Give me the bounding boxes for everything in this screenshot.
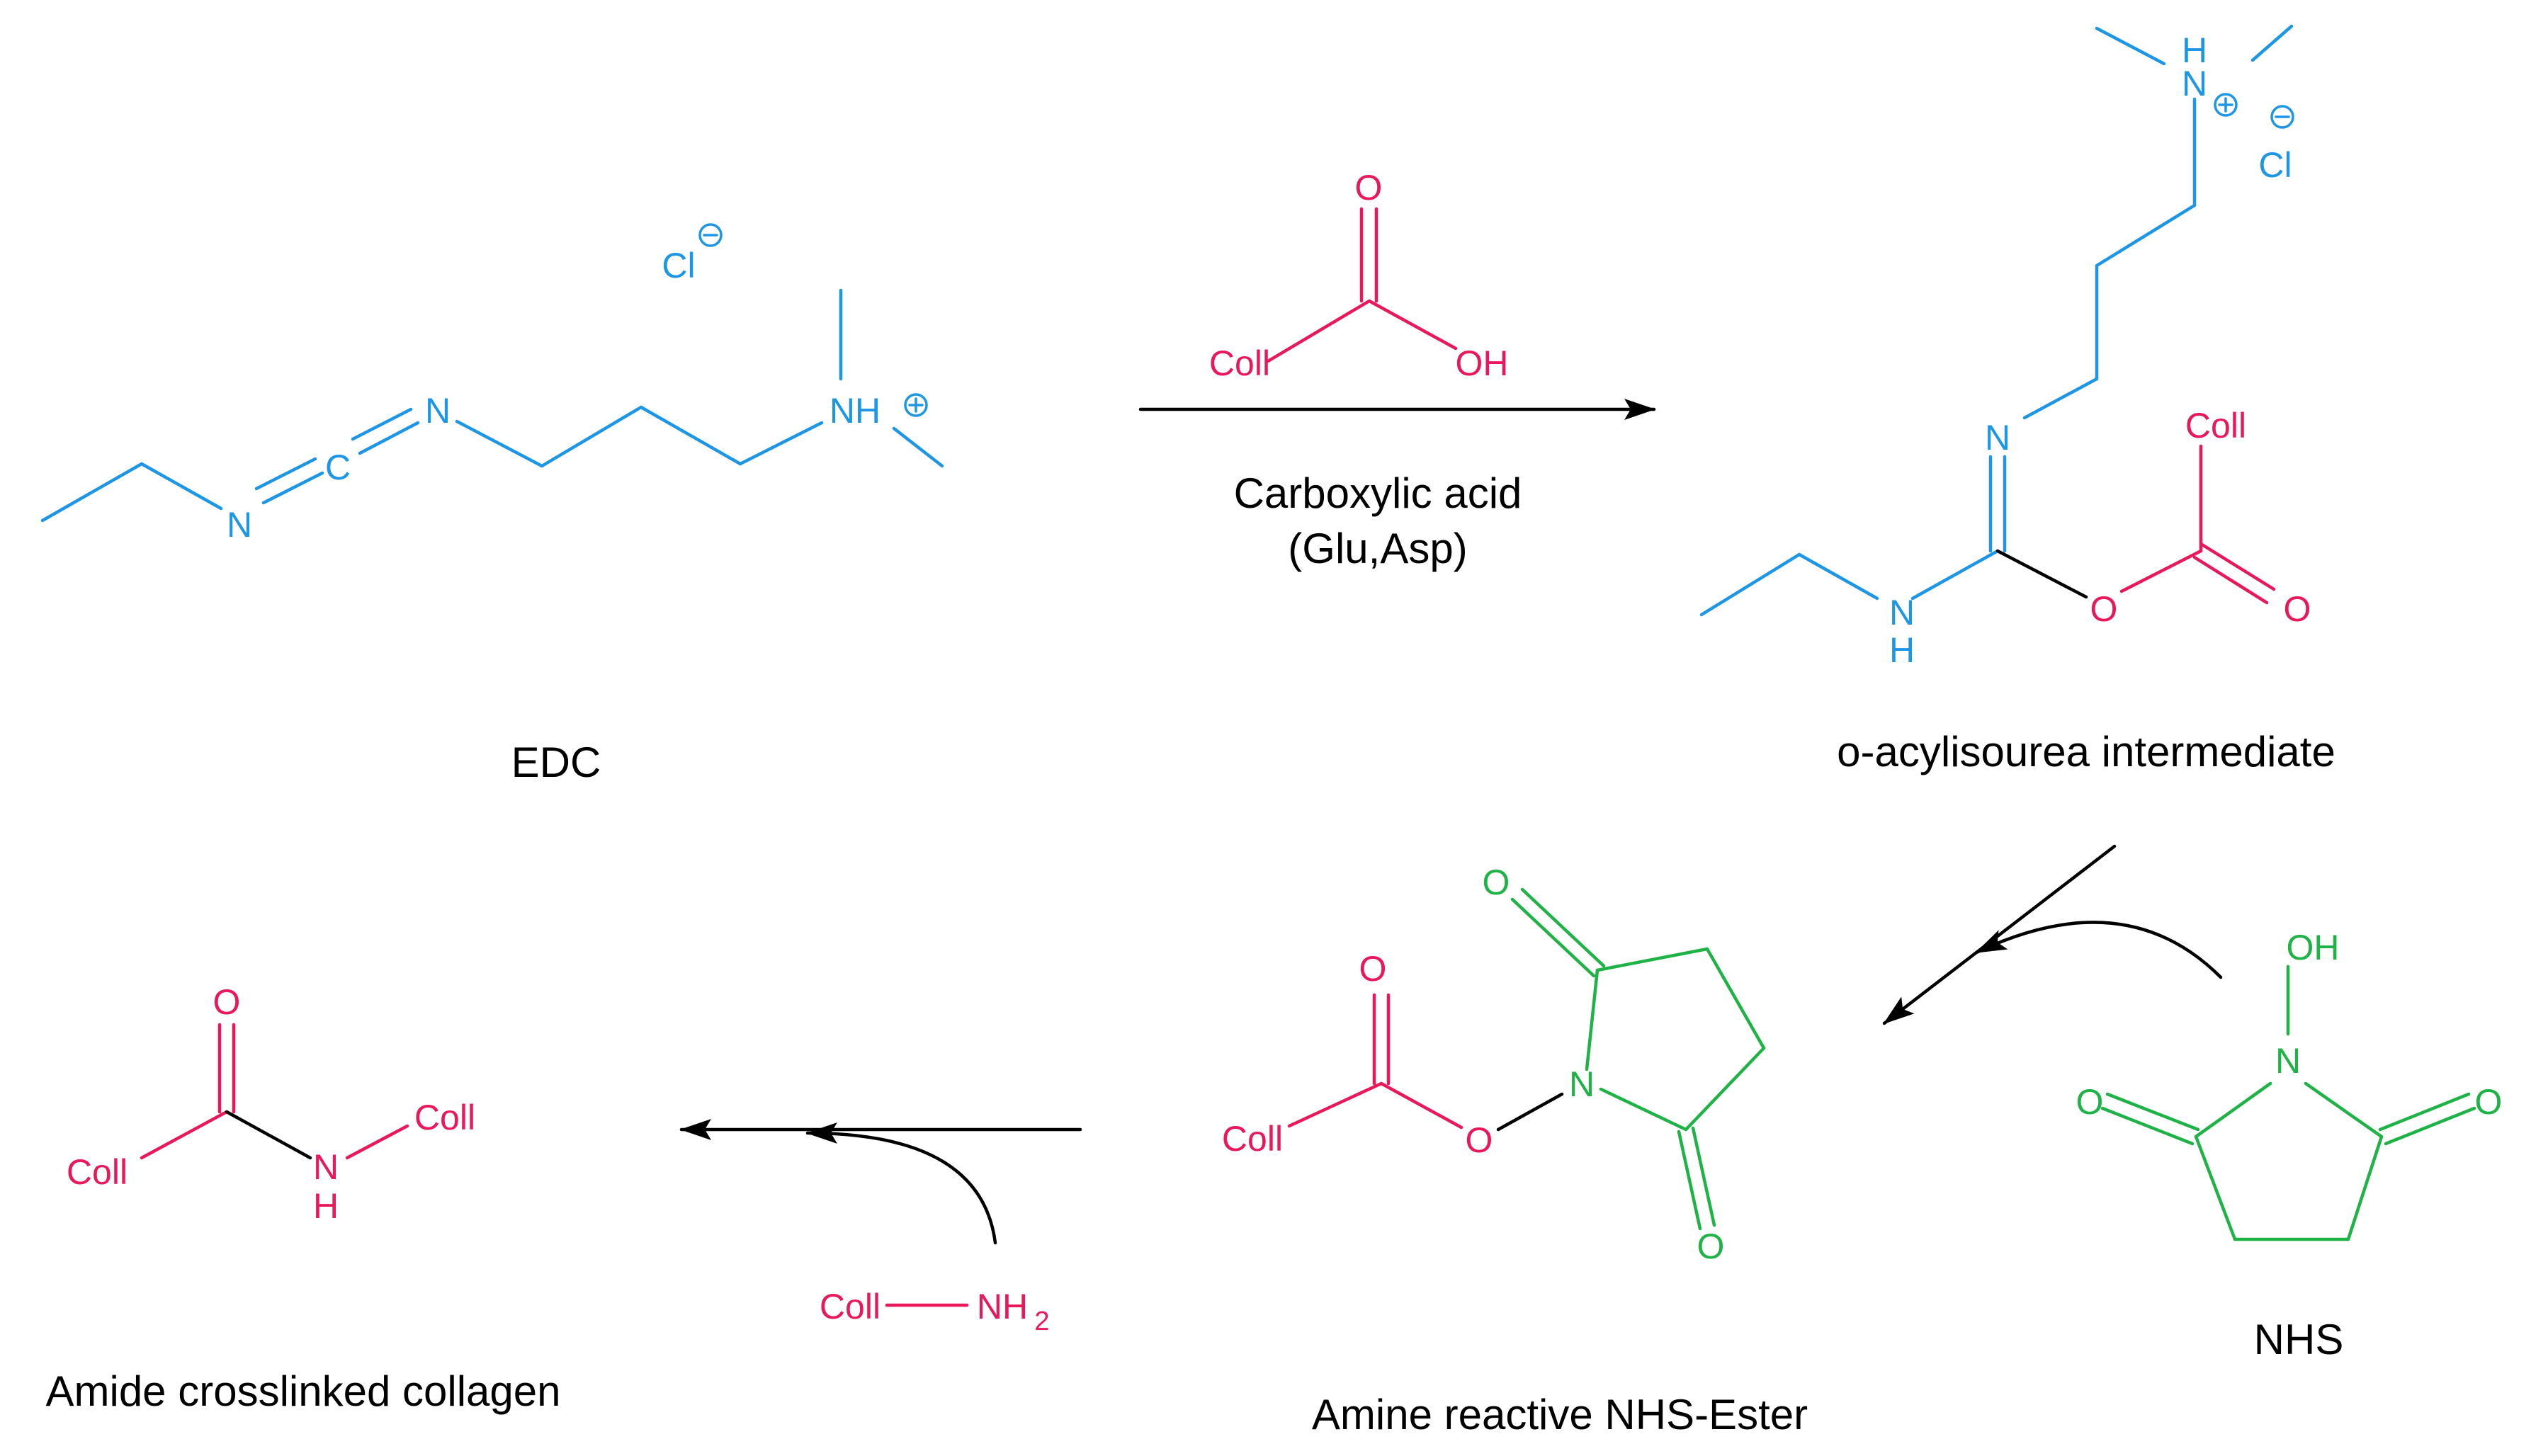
o-acylisourea-molecule: N H Cl N N H O O Coll — [1699, 24, 2311, 670]
amine-subscript: 2 — [1034, 1307, 1049, 1336]
ester-o-carbonyl: O — [1359, 949, 1387, 989]
edc-label: EDC — [511, 739, 601, 786]
nhs-o-left: O — [2076, 1082, 2104, 1122]
amide-coll-right: Coll — [414, 1098, 475, 1137]
amide-o: O — [213, 982, 241, 1022]
edc-n-right: N — [425, 391, 451, 431]
edc-nh-ammonium: NH — [829, 391, 881, 431]
nhs-oh: OH — [2287, 928, 2340, 967]
amide-coll-left: Coll — [67, 1152, 128, 1192]
amide-n: N — [313, 1147, 339, 1187]
amine-reagent: Coll NH 2 — [820, 1287, 1050, 1336]
amine-nh: NH — [977, 1287, 1028, 1326]
nhs-curved-arrow — [1974, 921, 2223, 979]
amine-curved-arrow — [805, 1122, 997, 1245]
int-h-ammonium: H — [2182, 30, 2207, 70]
intermediate-label: o-acylisourea intermediate — [1837, 728, 2335, 775]
int-o-ester: O — [2090, 589, 2118, 629]
nhs-o-right: O — [2475, 1082, 2503, 1122]
ester-n: N — [1569, 1064, 1595, 1104]
ester-o-top: O — [1483, 863, 1510, 902]
nhs-ester-molecule: Coll O O N O O — [1222, 863, 1766, 1266]
carboxylic-acid-reagent: Coll OH O — [1209, 168, 1509, 383]
nhs-ester-label: Amine reactive NHS-Ester — [1312, 1391, 1808, 1438]
ester-coll: Coll — [1222, 1119, 1283, 1159]
reagent-label-line1: Carboxylic acid — [1234, 470, 1522, 517]
amide-product-molecule: Coll O N H Coll — [67, 982, 475, 1226]
nhs-molecule: OH N O O — [2076, 928, 2503, 1241]
int-h-amine: H — [1889, 630, 1915, 670]
acid-coll: Coll — [1209, 343, 1270, 383]
amine-coll: Coll — [820, 1287, 881, 1326]
reagent-label-line2: (Glu,Asp) — [1288, 525, 1467, 572]
edc-molecule: N C N NH Cl — [40, 223, 944, 545]
edc-c-center: C — [325, 448, 351, 487]
amide-h: H — [313, 1186, 339, 1226]
int-coll: Coll — [2185, 406, 2246, 445]
int-n-ammonium: N — [2182, 64, 2207, 103]
step2-arrow — [1882, 844, 2117, 1025]
acid-o: O — [1355, 168, 1383, 207]
product-label: Amide crosslinked collagen — [45, 1367, 560, 1415]
nhs-label: NHS — [2254, 1316, 2344, 1363]
edc-chloride: Cl — [662, 246, 695, 285]
ester-o-link: O — [1466, 1120, 1493, 1160]
acid-oh: OH — [1456, 343, 1509, 383]
int-chloride: Cl — [2258, 145, 2292, 185]
edc-n-left: N — [227, 505, 252, 545]
nhs-n: N — [2275, 1041, 2301, 1081]
ester-o-bottom: O — [1697, 1227, 1725, 1266]
int-n-amine: N — [1889, 593, 1915, 632]
int-o-carbonyl: O — [2284, 589, 2311, 629]
int-n-imine: N — [1985, 418, 2010, 457]
